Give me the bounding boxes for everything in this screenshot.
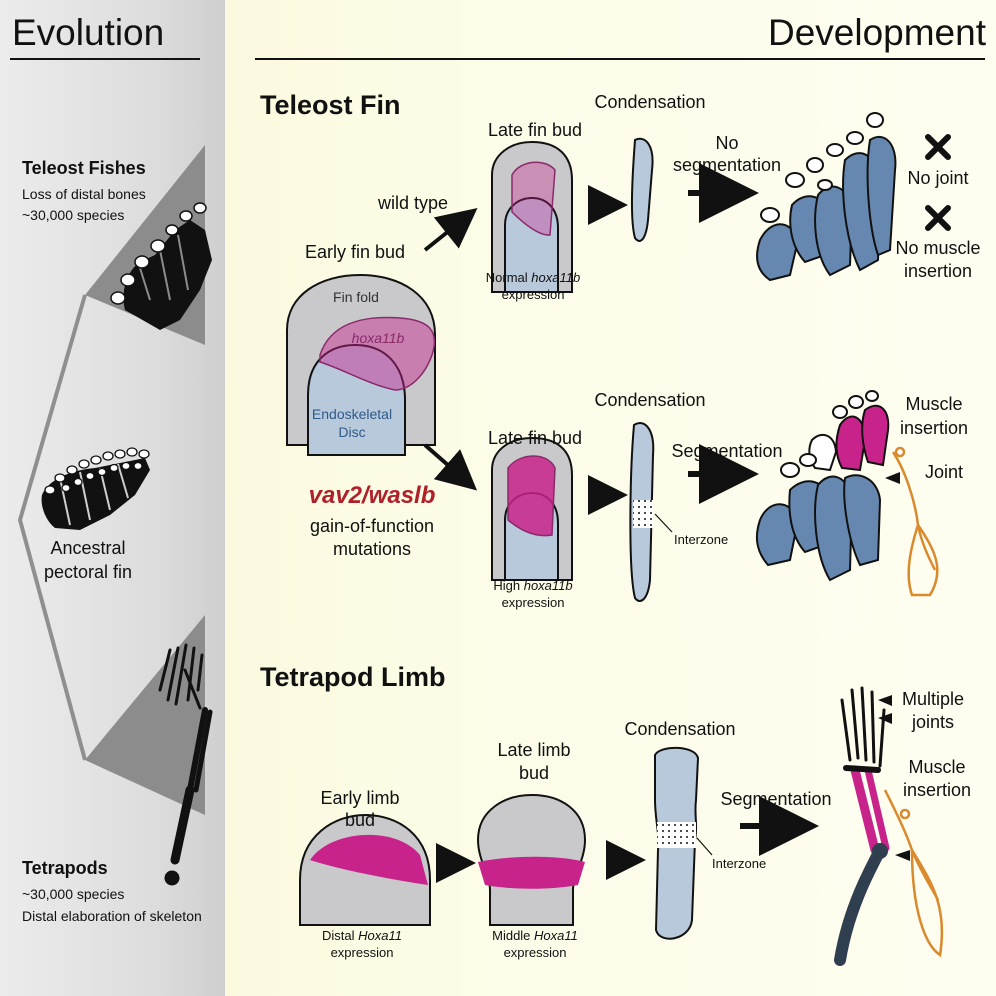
no-segmentation-label-2: segmentation bbox=[672, 155, 782, 175]
teleost-loss-text: Loss of distal bones bbox=[22, 186, 146, 202]
gof-label-1: gain-of-function bbox=[309, 516, 435, 536]
joint-arrowhead-3-icon bbox=[895, 850, 910, 861]
multiple-joints-label-1: Multiple bbox=[901, 689, 965, 709]
condensation-label-2: Condensation bbox=[594, 390, 706, 410]
joint-arrowhead-1-icon bbox=[878, 695, 892, 706]
evolution-heading: Evolution bbox=[12, 12, 165, 53]
high-expression-label-1: High hoxa11b bbox=[493, 578, 573, 593]
limb-muscle-insertion-label-1: Muscle bbox=[908, 757, 966, 777]
evolution-rule bbox=[10, 58, 200, 60]
development-heading: Development bbox=[767, 12, 986, 53]
interzone-label: Interzone bbox=[674, 532, 729, 547]
late-fin-bud-normal-icon bbox=[491, 140, 573, 293]
no-muscle-label-2: insertion bbox=[903, 261, 973, 281]
tetrapods-title: Tetrapods bbox=[22, 858, 108, 878]
late-fin-bud-label: Late fin bud bbox=[487, 120, 583, 140]
limb-segmentation-label: Segmentation bbox=[720, 789, 832, 809]
no-joint-x-icon bbox=[925, 134, 951, 160]
teleost-fin-bones-icon bbox=[756, 112, 897, 282]
tetrapods-elaboration-text: Distal elaboration of skeleton bbox=[22, 908, 202, 924]
condensation-label: Condensation bbox=[594, 92, 706, 112]
late-limb-bud-label-1: Late limb bbox=[497, 740, 571, 760]
tetrapod-limb-skeleton-icon bbox=[834, 686, 890, 966]
joint-arrowhead-2-icon bbox=[878, 713, 892, 724]
joint-arrowhead-icon bbox=[885, 472, 900, 484]
segmented-fin-bones-icon bbox=[755, 390, 890, 582]
limb-muscle-tendon-icon bbox=[883, 789, 944, 958]
normal-expression-label-1: Normal hoxa11b bbox=[485, 270, 581, 285]
distal-expression-label-2: expression bbox=[330, 945, 394, 960]
multiple-joints-label-2: joints bbox=[911, 712, 955, 732]
distal-expression-label-1: Distal Hoxa11 bbox=[322, 928, 402, 943]
segmentation-label: Segmentation bbox=[671, 441, 783, 461]
teleost-species-text: ~30,000 species bbox=[22, 207, 125, 223]
endoskeletal-label-2: Disc bbox=[338, 424, 366, 440]
teleost-fishes-title: Teleost Fishes bbox=[22, 158, 146, 178]
muscle-insertion-label-1: Muscle bbox=[905, 394, 963, 414]
muscle-insertion-label-2: insertion bbox=[899, 418, 969, 438]
late-limb-bud-label-2: bud bbox=[518, 763, 550, 783]
early-fin-bud-label: Early fin bud bbox=[305, 242, 406, 262]
wild-type-arrow bbox=[423, 208, 478, 252]
condensation-rod-icon bbox=[630, 137, 654, 242]
limb-condensation-label: Condensation bbox=[624, 719, 736, 739]
wild-type-label: wild type bbox=[378, 193, 449, 213]
development-rule bbox=[255, 58, 985, 60]
gof-label-2: mutations bbox=[332, 539, 412, 559]
early-limb-bud-icon bbox=[299, 813, 431, 926]
joint-label: Joint bbox=[925, 462, 964, 482]
late-limb-bud-icon bbox=[476, 793, 587, 926]
early-fin-bud-icon bbox=[286, 273, 436, 456]
tetrapods-species-text: ~30,000 species bbox=[22, 886, 125, 902]
high-expression-label-2: expression bbox=[501, 595, 565, 610]
late-fin-bud-label-2: Late fin bud bbox=[487, 428, 583, 448]
no-muscle-x-icon bbox=[925, 205, 951, 231]
limb-muscle-insertion-label-2: insertion bbox=[902, 780, 972, 800]
endoskeletal-label-1: Endoskeletal bbox=[311, 406, 393, 422]
middle-expression-label-1: Middle Hoxa11 bbox=[492, 928, 578, 943]
fin-fold-label: Fin fold bbox=[333, 289, 379, 305]
tetrapod-arm-skeleton-icon bbox=[158, 643, 213, 886]
ancestral-label-1: Ancestral bbox=[50, 538, 126, 558]
late-fin-bud-high-icon bbox=[491, 436, 573, 581]
tetrapod-limb-title: Tetrapod Limb bbox=[260, 662, 446, 692]
ancestral-label-2: pectoral fin bbox=[43, 562, 133, 582]
ancestral-fin-silhouette-icon bbox=[41, 447, 150, 530]
mutation-arrow bbox=[423, 443, 478, 491]
limb-condensation-rod-icon bbox=[654, 746, 700, 940]
no-muscle-label-1: No muscle bbox=[895, 238, 981, 258]
muscle-tendon-icon bbox=[891, 446, 939, 597]
no-joint-label: No joint bbox=[907, 168, 969, 188]
middle-expression-label-2: expression bbox=[503, 945, 567, 960]
no-segmentation-label-1: No bbox=[715, 133, 739, 153]
normal-expression-label-2: expression bbox=[501, 287, 565, 302]
early-limb-bud-label-2: bud bbox=[344, 810, 376, 830]
limb-interzone-label: Interzone bbox=[712, 856, 767, 871]
teleost-fin-silhouette-icon bbox=[110, 202, 212, 330]
teleost-fin-title: Teleost Fin bbox=[260, 90, 401, 120]
condensation-rod-segmented-icon bbox=[629, 422, 655, 602]
mutation-label: vav2/waslb bbox=[308, 482, 436, 509]
hoxa11b-label: hoxa11b bbox=[351, 330, 405, 346]
tree-branches bbox=[17, 294, 87, 761]
early-limb-bud-label-1: Early limb bbox=[320, 788, 400, 808]
